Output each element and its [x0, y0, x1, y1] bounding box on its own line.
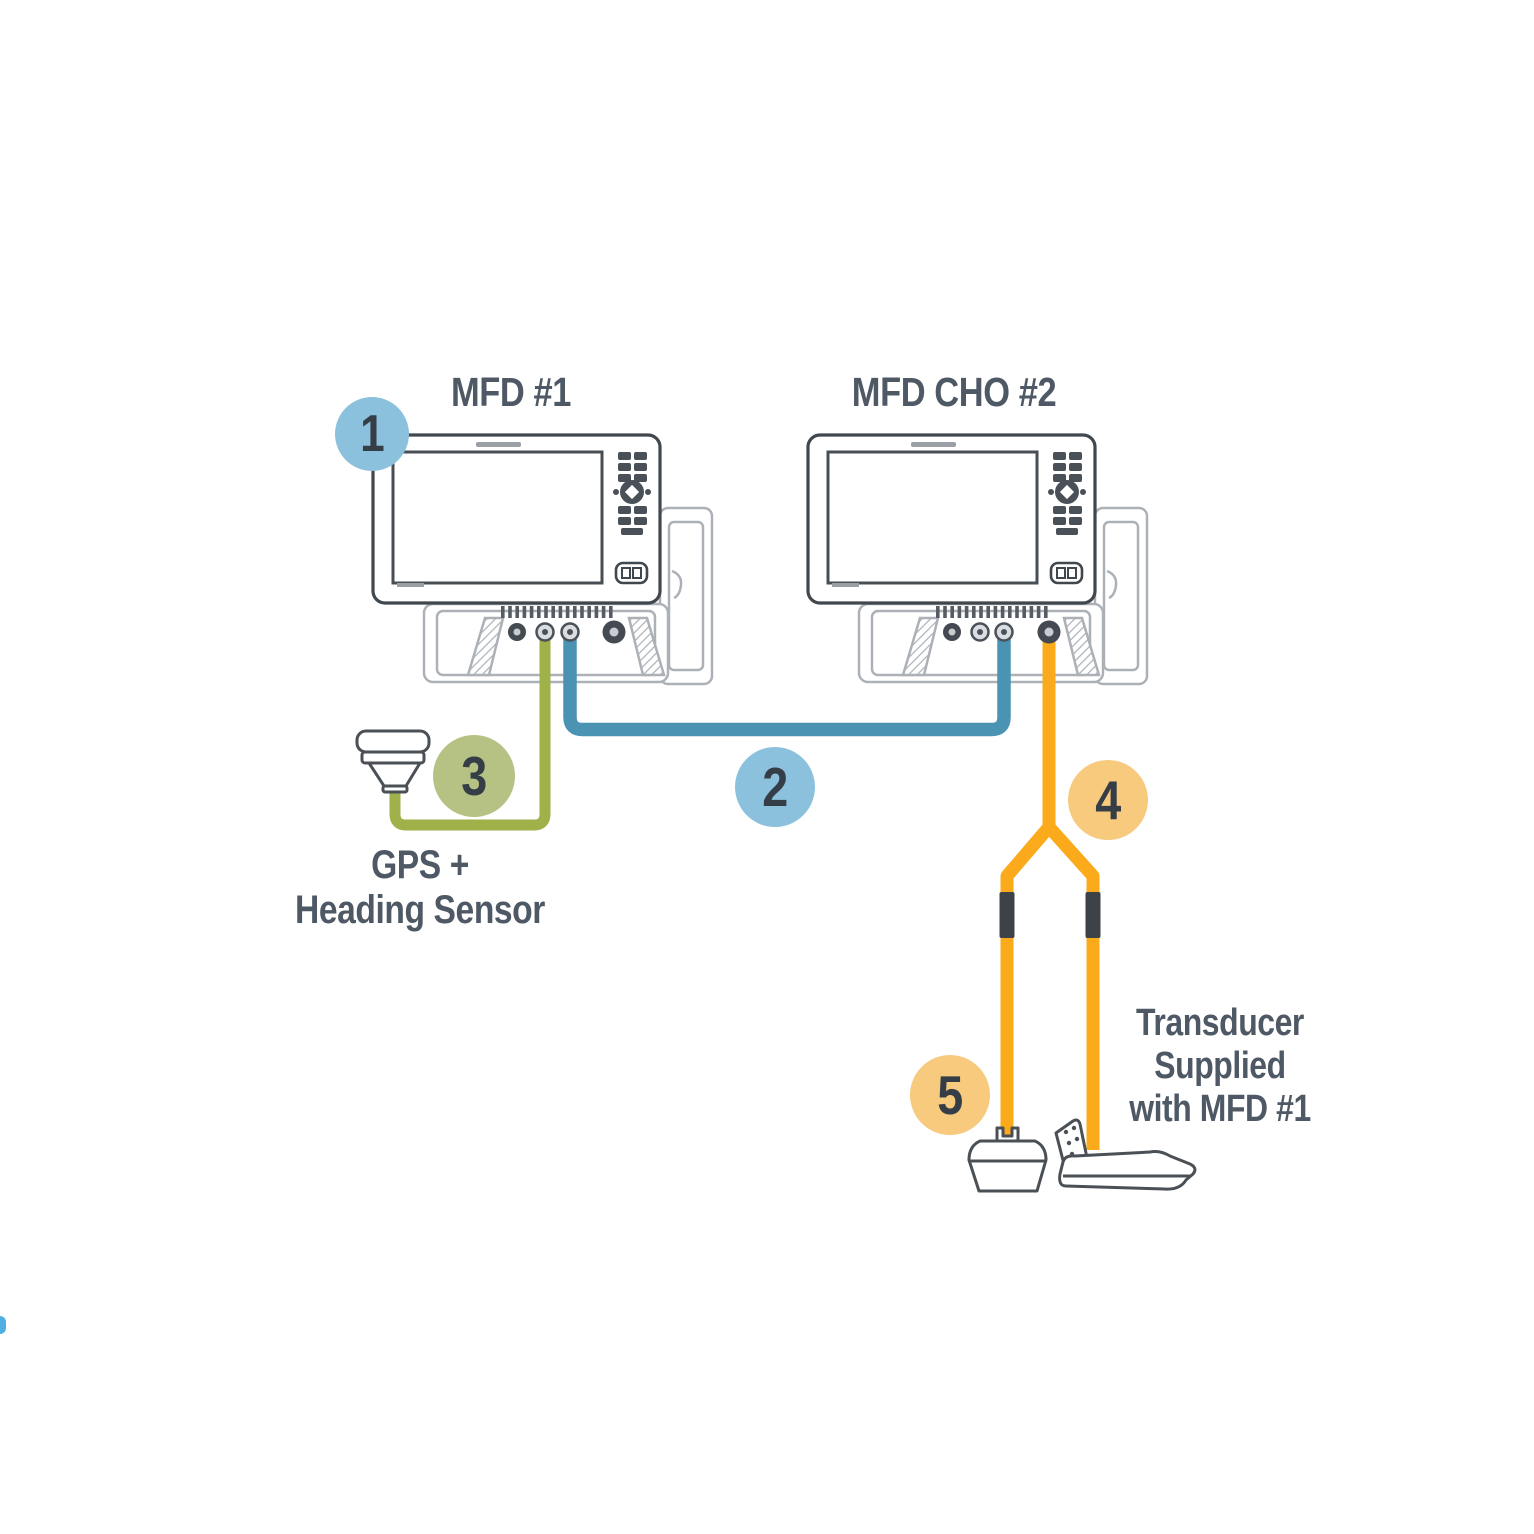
step-number-4: 4 [1094, 769, 1122, 831]
step-number-1: 1 [359, 405, 385, 463]
step-badge-1: 1 [335, 397, 409, 471]
step-badge-4: 4 [1068, 760, 1148, 840]
puck-transducer [967, 1126, 1048, 1193]
step-number-5: 5 [936, 1064, 964, 1126]
step-badge-5: 5 [910, 1055, 990, 1135]
y-cable-sleeve-left [999, 892, 1015, 938]
transducer-label: Transducer Supplied with MFD #1 [1109, 1002, 1331, 1131]
transducer-label-line1: Transducer [1136, 1002, 1304, 1044]
transducer-label-line2: Supplied [1154, 1045, 1286, 1087]
step-badge-2: 2 [735, 747, 815, 827]
step-badge-3: 3 [433, 735, 515, 817]
gps-label: GPS + Heading Sensor [294, 843, 546, 933]
transom-transducer [1054, 1118, 1197, 1191]
step-number-3: 3 [460, 745, 488, 807]
step-number-2: 2 [761, 756, 789, 818]
mfd1-title: MFD #1 [451, 369, 571, 415]
gps-antenna [355, 729, 431, 794]
y-cable-connector-sleeves [999, 892, 1101, 938]
mfd1-ports [508, 620, 626, 644]
gps-cable [389, 632, 551, 831]
mfd2-title: MFD CHO #2 [851, 369, 1057, 415]
mfd2-device [808, 435, 1147, 684]
gps-label-line1: GPS + [371, 843, 469, 887]
transducer-y-cable [1000, 632, 1100, 1150]
ethernet-cable [563, 632, 1011, 737]
mfd2-ports [943, 620, 1061, 644]
left-edge-artifact [0, 1316, 6, 1334]
gps-label-line2: Heading Sensor [295, 888, 545, 932]
y-cable-sleeve-right [1085, 892, 1101, 938]
transducer-label-line3: with MFD #1 [1129, 1088, 1311, 1130]
